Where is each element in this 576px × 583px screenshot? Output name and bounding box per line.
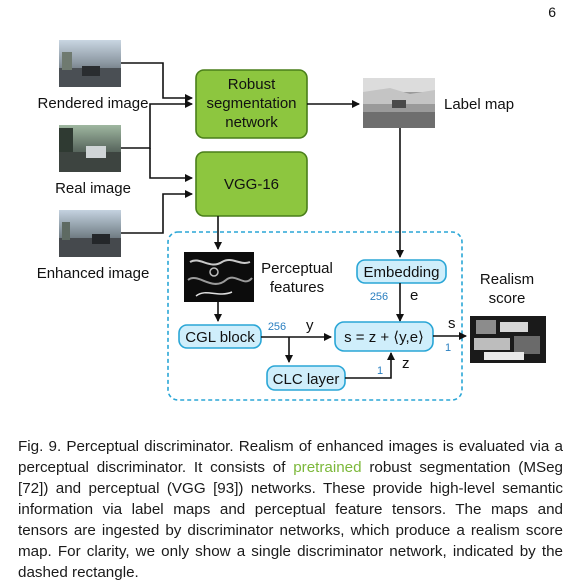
embedding-layer: [356, 259, 447, 284]
realism-score-line-2: score: [489, 290, 526, 307]
realism-score-thumbnail: [470, 316, 546, 363]
label-map-label: Label map: [444, 96, 514, 113]
perceptual-features-line-2: features: [270, 279, 324, 296]
robust-seg-line-2: segmentation: [206, 95, 296, 112]
arrow-clc-to-score: [345, 352, 395, 379]
robust-seg-line-1: Robust: [228, 76, 276, 93]
realism-score-line-1: Realism: [480, 271, 534, 288]
s-symbol-label: s: [448, 315, 456, 332]
caption-text-part-2: robust segmentation (MSeg [72]) and perc…: [18, 459, 563, 581]
discriminator-boundary: [167, 231, 463, 401]
embedding-label: Embedding: [364, 264, 440, 281]
label-map-thumbnail: [363, 78, 435, 128]
perceptual-discriminator-diagram: Rendered image Real image Enhanced image…: [37, 40, 546, 401]
enhanced-image-thumbnail: [59, 210, 121, 257]
score-function-label: s = z + ⟨y,e⟩: [344, 329, 424, 346]
y-symbol-label: y: [306, 317, 314, 334]
cgl-block-label: CGL block: [185, 329, 255, 346]
real-image-label: Real image: [55, 180, 131, 197]
z-symbol-label: z: [402, 355, 410, 372]
robust-seg-line-3: network: [225, 114, 278, 131]
perceptual-features-line-1: Perceptual: [261, 260, 333, 277]
y-dim-label: 256: [268, 321, 286, 333]
page-number: 6: [548, 4, 556, 20]
arrow-real-to-seg: [121, 100, 193, 149]
rendered-image-thumbnail: [59, 40, 121, 87]
figure-caption: Fig. 9. Perceptual discriminator. Realis…: [18, 436, 563, 583]
enhanced-image-label: Enhanced image: [37, 265, 150, 282]
rendered-image-label: Rendered image: [38, 95, 149, 112]
clc-layer-label: CLC layer: [273, 371, 340, 388]
z-dim-label: 1: [377, 365, 383, 377]
vgg16-label: VGG-16: [224, 176, 279, 193]
caption-fig-number: Fig. 9.: [18, 438, 62, 455]
real-image-thumbnail: [59, 125, 121, 172]
arrow-enhanced-to-vgg: [121, 190, 193, 234]
perceptual-features-thumbnail: [184, 252, 254, 302]
s-dim-label: 1: [445, 342, 451, 354]
vgg16-network: [195, 151, 308, 217]
arrow-real-to-vgg: [149, 148, 193, 182]
arrow-rendered-to-seg: [121, 62, 193, 102]
e-symbol-label: e: [410, 287, 418, 304]
caption-pretrained-highlight: pretrained: [293, 459, 362, 476]
caption-text-part-1: Perceptual discriminator. Realism of enh…: [18, 438, 563, 476]
e-dim-label: 256: [370, 291, 388, 303]
